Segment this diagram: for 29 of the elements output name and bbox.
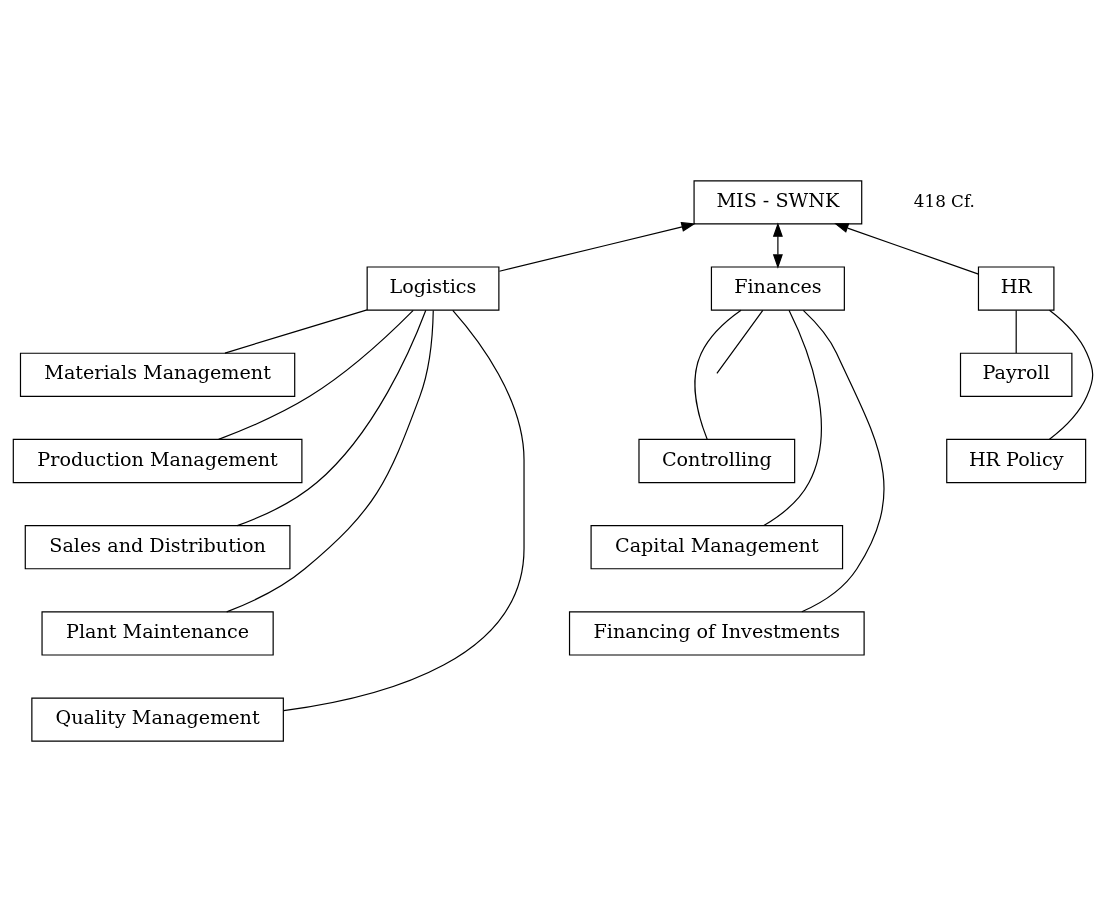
- node-box: HR: [977, 266, 1055, 311]
- arrow: [772, 222, 783, 269]
- connector: [218, 309, 414, 441]
- connector: [226, 309, 434, 613]
- connector: [694, 309, 742, 440]
- node-box: Plant Maintenance: [41, 611, 274, 656]
- connector: [716, 309, 764, 375]
- connector: [236, 309, 427, 527]
- connector: [763, 309, 822, 527]
- node-box: Finances: [710, 266, 845, 311]
- node-box: Capital Management: [590, 525, 844, 570]
- node-box: HR Policy: [946, 438, 1087, 484]
- node-box: Materials Management: [19, 352, 296, 397]
- node-box: Production Management: [12, 438, 303, 484]
- node-box: Logistics: [366, 266, 500, 311]
- connector: [1048, 309, 1094, 440]
- node-box: Financing of Investments: [568, 611, 865, 656]
- node-box: MIS - SWNK: [693, 180, 863, 225]
- arrow: [834, 223, 980, 275]
- label: 418 Cf.: [913, 190, 975, 211]
- connector: [801, 309, 885, 613]
- node-box: Controlling: [638, 438, 796, 484]
- node-box: Payroll: [959, 352, 1073, 397]
- node-box: Sales and Distribution: [24, 525, 291, 570]
- node-box: Quality Management: [31, 697, 284, 742]
- connector: [1015, 309, 1017, 354]
- connector: [224, 309, 368, 354]
- connector: [283, 309, 525, 712]
- arrow: [498, 222, 696, 272]
